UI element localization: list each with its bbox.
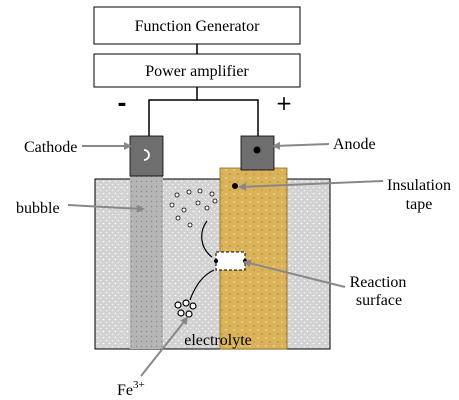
bubble-icon <box>186 189 192 195</box>
power-amplifier-label: Power amplifier <box>145 63 249 80</box>
electrolyte-label: electrolyte <box>184 332 252 349</box>
plus-sign: + <box>276 91 293 115</box>
power-amplifier-box <box>93 53 301 88</box>
insulation-point-marker <box>232 183 238 189</box>
bubble-cluster <box>169 188 218 228</box>
cathode-terminal-hook-icon <box>143 149 150 161</box>
cathode-wire <box>148 87 198 136</box>
ion-icon <box>185 310 193 318</box>
anode-terminal-dot-icon <box>253 146 261 154</box>
insulation-label-line2: tape <box>406 196 433 213</box>
bubble-icon <box>209 191 215 197</box>
insulation-label-line1: Insulation <box>387 177 451 194</box>
bubble-icon <box>187 222 193 228</box>
insulation-pointer-arrow <box>238 180 384 191</box>
function-generator-box <box>93 6 301 45</box>
anode-pointer-arrow <box>272 141 330 150</box>
anode-label: Anode <box>333 136 376 153</box>
function-generator-label: Function Generator <box>135 18 261 35</box>
fe-ion-pointer-arrow <box>140 316 189 377</box>
cathode-rod <box>130 176 163 349</box>
reaction-dot-icon <box>214 259 218 263</box>
reaction-label-line1: Reaction <box>350 274 407 291</box>
bubble-icon <box>175 215 181 221</box>
bubble-icon <box>204 205 210 211</box>
minus-sign: - <box>117 92 126 117</box>
bubble-label: bubble <box>16 200 60 217</box>
reaction-surface-window <box>215 251 246 271</box>
ion-icon <box>177 309 185 317</box>
ion-path-upper <box>201 220 213 258</box>
bubble-icon <box>195 200 201 206</box>
bubble-icon <box>181 207 187 213</box>
bubble-icon <box>212 198 218 204</box>
anode-wire <box>197 99 259 136</box>
fe-ion-label: Fe3+ <box>117 379 145 399</box>
reaction-surface-pointer-arrow <box>243 259 346 288</box>
fe-ion-cluster <box>174 299 197 318</box>
ion-icon <box>174 301 182 309</box>
bubble-icon <box>169 202 175 208</box>
reaction-label-line2: surface <box>356 292 402 309</box>
ion-path-lower <box>189 269 215 301</box>
fe-ion-label-charge: 3+ <box>133 379 145 391</box>
cathode-label: Cathode <box>24 139 77 156</box>
ion-icon <box>182 299 190 307</box>
bubble-icon <box>197 188 203 194</box>
bubble-pointer-arrow <box>67 204 145 213</box>
fe-ion-label-base: Fe <box>117 382 133 399</box>
cathode-terminal <box>129 135 164 177</box>
bubble-icon <box>174 192 180 198</box>
ion-icon <box>189 302 197 310</box>
